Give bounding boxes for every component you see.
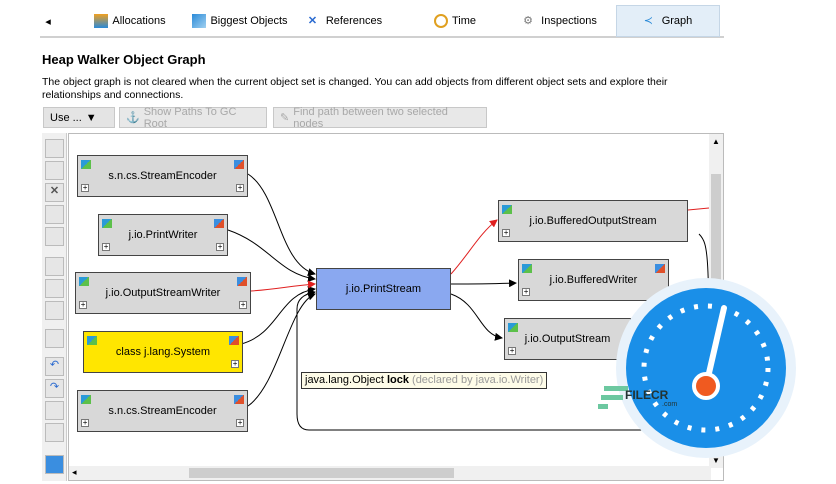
graph-node[interactable]: ++j.io.OutputStreamWriter (75, 272, 251, 314)
forward-icon[interactable] (45, 161, 64, 180)
tab-time[interactable]: Time (425, 5, 485, 37)
graph-node[interactable]: ++s.n.cs.StreamEncoder (77, 390, 248, 432)
watermark-text: FILECR (625, 388, 669, 402)
tab-graph[interactable]: ≺Graph (616, 5, 720, 37)
zoom-fit-icon[interactable] (45, 301, 64, 320)
tab-references[interactable]: ✕References (307, 15, 383, 27)
find-next-icon[interactable] (45, 423, 64, 442)
find-path-button[interactable]: ✎Find path between two selected nodes (273, 106, 487, 130)
allocations-icon (94, 14, 109, 28)
clock-icon (433, 14, 448, 28)
edge (247, 173, 316, 276)
back-icon[interactable] (45, 139, 64, 158)
graph-canvas[interactable]: ++s.n.cs.StreamEncoder ++j.io.PrintWrite… (68, 133, 724, 481)
biggest-objects-icon (192, 14, 207, 28)
graph-node[interactable]: +j.io.BufferedWriter (518, 259, 669, 301)
horizontal-scrollbar[interactable]: ◂ (69, 466, 711, 480)
redo-icon[interactable]: ↷ (45, 379, 64, 398)
edge (450, 293, 503, 341)
edge-selected (450, 219, 498, 275)
graph-node[interactable]: ++s.n.cs.StreamEncoder (77, 155, 248, 197)
gear-icon: ⚙ (523, 15, 534, 27)
watermark-subtext: .com (662, 401, 678, 408)
graph-node[interactable]: +j.io.BufferedOutputStream (498, 200, 688, 242)
remove-icon[interactable]: ✕ (45, 183, 64, 202)
page-description: The object graph is not cleared when the… (42, 76, 668, 101)
graph-node-root[interactable]: +class j.lang.System (83, 331, 243, 373)
edge-tooltip: java.lang.Object lock (declared by java.… (301, 372, 548, 389)
edge (247, 292, 316, 407)
export-icon[interactable] (45, 455, 64, 474)
tab-scroll-left-button[interactable]: ◂ (45, 15, 51, 28)
filecr-watermark-logo (598, 278, 796, 458)
chevron-down-icon: ▼ (85, 111, 97, 124)
graph-node[interactable]: +j.io.OutputStream (504, 318, 631, 360)
graph-side-toolbar: ✕ ↶ ↷ (42, 133, 67, 481)
edge (240, 286, 316, 345)
layout-icon[interactable] (45, 205, 64, 224)
use-dropdown[interactable]: Use ...▼ (43, 107, 115, 128)
references-icon: ✕ (307, 15, 318, 27)
edge-selected (687, 207, 710, 211)
pencil-icon: ✎ (280, 112, 290, 124)
show-paths-gc-root-button[interactable]: ⚓Show Paths To GC Root (119, 106, 267, 130)
tab-allocations[interactable]: Allocations (90, 5, 170, 37)
select-area-icon[interactable] (45, 329, 64, 348)
graph-edges (227, 173, 710, 431)
graph-node-selected[interactable]: j.io.PrintStream (316, 268, 451, 310)
page-title: Heap Walker Object Graph (42, 52, 206, 67)
find-icon[interactable] (45, 401, 64, 420)
view-tabs: ◂ Allocations Biggest Objects ✕Reference… (40, 4, 724, 38)
anchor-icon: ⚓ (126, 112, 140, 124)
undo-icon[interactable]: ↶ (45, 357, 64, 376)
tab-biggest-objects[interactable]: Biggest Objects (190, 5, 290, 37)
graph-node[interactable]: ++j.io.PrintWriter (98, 214, 228, 256)
zoom-out-icon[interactable] (45, 279, 64, 298)
edge-selected (250, 280, 316, 292)
trash-icon[interactable] (45, 227, 64, 246)
graph-icon: ≺ (643, 15, 653, 27)
edge (450, 279, 517, 288)
zoom-in-icon[interactable] (45, 257, 64, 276)
edge (227, 229, 316, 282)
tab-inspections[interactable]: ⚙Inspections (523, 15, 597, 27)
